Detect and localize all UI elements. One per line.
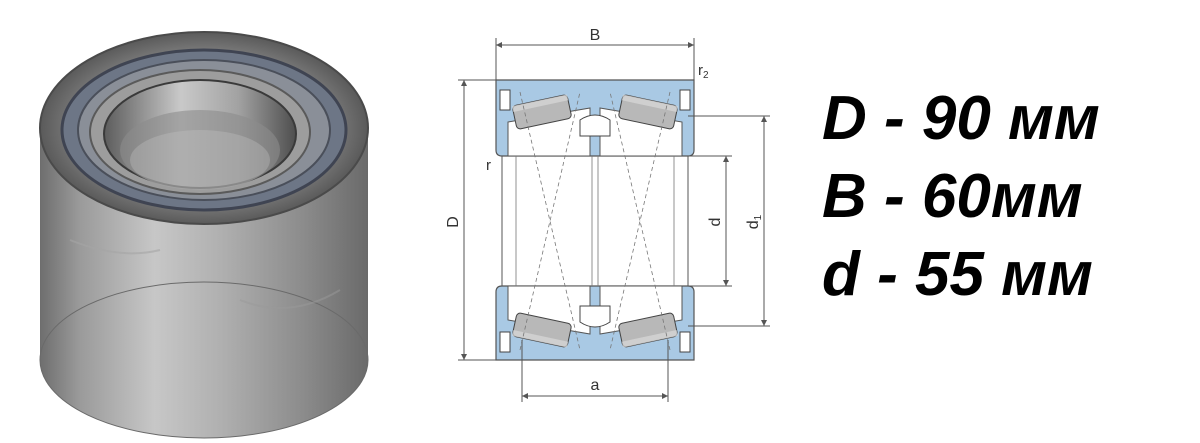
roller-upper-left bbox=[512, 94, 572, 130]
spec-outer-diameter: D - 90 мм bbox=[822, 84, 1100, 153]
seal-upper-left bbox=[499, 89, 511, 111]
dimension-specs: D - 90 мм B - 60мм d - 55 мм bbox=[822, 80, 1182, 314]
roller-lower-right bbox=[618, 312, 678, 348]
seal-upper-right bbox=[679, 89, 691, 111]
label-r: r bbox=[486, 157, 491, 174]
spec-bore-diameter: d - 55 мм bbox=[822, 240, 1093, 309]
label-r2: r2 bbox=[698, 62, 709, 81]
label-d: d bbox=[707, 218, 724, 227]
roller-lower-left bbox=[512, 312, 572, 348]
bearing-photo bbox=[39, 31, 369, 439]
spec-width: B - 60мм bbox=[822, 162, 1083, 231]
label-B: B bbox=[590, 27, 601, 44]
label-D: D bbox=[445, 216, 462, 228]
bearing-cross-section-drawing: B r2 D r bbox=[445, 27, 770, 402]
outer-ring-bottom-edge bbox=[39, 281, 369, 439]
label-d1: d1 bbox=[745, 214, 764, 229]
roller-upper-right bbox=[618, 94, 678, 130]
label-a: a bbox=[591, 377, 600, 394]
seal-lower-right bbox=[679, 331, 691, 353]
seal-lower-left bbox=[499, 331, 511, 353]
